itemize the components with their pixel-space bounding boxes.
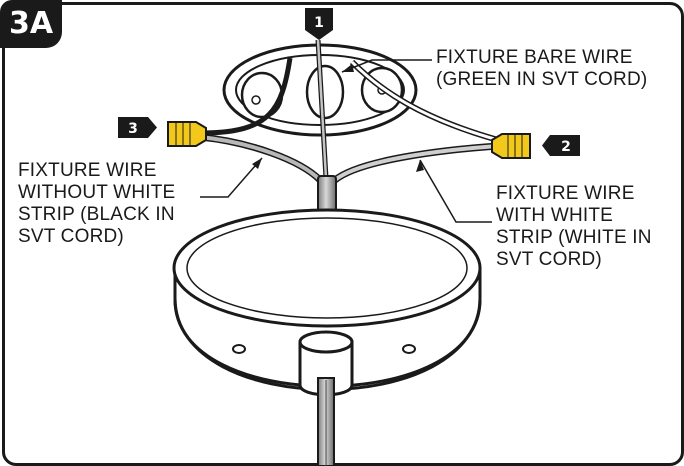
callout-white-wire: FIXTURE WIRE WITH WHITE STRIP (WHITE IN … — [496, 183, 652, 270]
leader-white-wire — [419, 159, 492, 223]
box-screw-hole-left — [240, 71, 284, 119]
fixture-wire-with-white-strip — [333, 144, 499, 182]
svg-text:2: 2 — [561, 139, 571, 155]
leader-black-wire — [200, 157, 263, 198]
step-label: 3A — [0, 0, 62, 48]
white-house-wire — [350, 60, 499, 142]
callout-bare-wire: FIXTURE BARE WIRE (GREEN IN SVT CORD) — [436, 47, 648, 90]
canopy-screw-hole-left — [232, 344, 246, 354]
marker-1: 1 — [305, 8, 333, 40]
black-house-wire — [204, 57, 293, 136]
wire-connector-left — [167, 121, 207, 147]
canopy-screw-hole-right — [402, 344, 416, 354]
fixture-canopy — [172, 208, 482, 391]
box-knockout-center — [305, 64, 345, 120]
fixture-wire-without-white-strip — [199, 135, 322, 182]
marker-2: 2 — [542, 135, 580, 156]
marker-3: 3 — [118, 117, 157, 138]
callout-black-wire: FIXTURE WIRE WITHOUT WHITE STRIP (BLACK … — [18, 160, 176, 247]
fixture-bare-wire — [316, 39, 328, 179]
wire-connector-right — [491, 133, 531, 159]
svg-text:3: 3 — [128, 121, 138, 137]
svg-text:1: 1 — [314, 15, 324, 31]
